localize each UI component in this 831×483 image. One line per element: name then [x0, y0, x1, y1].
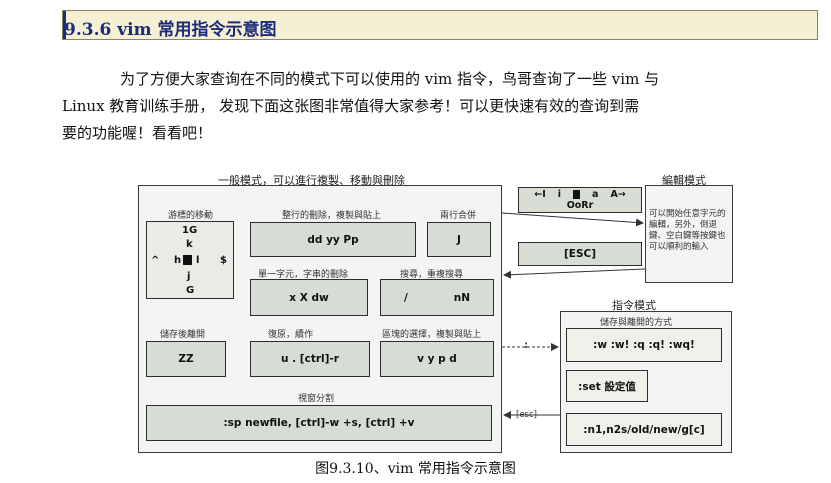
join-label: 兩行合併	[440, 211, 477, 221]
command-set-keys: :set 設定值	[566, 370, 648, 402]
search-key-slash: /	[403, 291, 408, 304]
normal-mode-title: 一般模式，可以進行複製、移動與刪除	[218, 174, 405, 187]
section-heading: 9.3.6 vim 常用指令示意图	[64, 20, 277, 40]
block-label: 區塊的選擇，複製與貼上	[382, 330, 482, 340]
line-delete-keys: dd yy Pp	[250, 222, 416, 257]
undo-label: 復原，續作	[268, 330, 314, 340]
edit-mode-title: 編輯模式	[662, 174, 706, 187]
search-key-nN: nN	[453, 291, 471, 304]
command-replace-keys: :n1,n2s/old/new/g[c]	[566, 413, 722, 446]
line-delete-label: 整行的刪除，複製與貼上	[282, 211, 382, 221]
join-keys: J	[427, 222, 491, 257]
arrow-esc-to-normal	[503, 268, 646, 279]
insert-key-A: A→	[610, 189, 626, 200]
key-h: h	[174, 255, 182, 266]
insert-keys-row2: OoRr	[566, 200, 594, 211]
heading-bar	[62, 10, 818, 40]
key-j: j	[187, 271, 191, 282]
edit-mode-desc: 可以開始任意字元的編輯，另外，倒退鍵、空白鍵等按鍵也可以順利的輸入	[649, 209, 726, 252]
cursor-block-icon	[183, 255, 192, 265]
key-1G: 1G	[182, 225, 198, 236]
search-keys: / nN	[380, 279, 494, 316]
window-split-keys: :sp newfile, [ctrl]-w +s, [ctrl] +v	[146, 405, 492, 441]
diagram-arrows	[501, 212, 646, 419]
insert-key-i: i	[557, 189, 562, 200]
insert-key-I: ←I	[534, 189, 546, 200]
command-save-label: 儲存與離開的方式	[600, 318, 673, 328]
key-dollar: $	[220, 255, 227, 266]
figure-caption: 图9.3.10、vim 常用指令示意图	[315, 461, 516, 477]
arrow-to-edit	[501, 212, 644, 227]
search-label: 搜尋，重複搜尋	[400, 270, 464, 280]
edit-mode-box	[645, 185, 733, 283]
esc-key-box: [ESC]	[518, 242, 642, 266]
command-mode-title: 指令模式	[612, 299, 656, 312]
key-G: G	[186, 285, 195, 296]
paragraph-line-2: Linux 教育训练手册， 发现下面这张图非常值得大家参考！可以更快速有效的查询…	[62, 97, 640, 115]
insert-key-a: a	[592, 189, 599, 200]
undo-keys: u . [ctrl]-r	[250, 341, 370, 377]
char-delete-keys: x X dw	[250, 279, 368, 316]
block-keys: v y p d	[380, 341, 494, 377]
cursor-move-label: 游標的移動	[168, 211, 214, 221]
char-delete-label: 單一字元，字串的刪除	[258, 270, 349, 280]
save-quit-label: 儲存後離開	[160, 330, 206, 340]
vim-diagram: 一般模式，可以進行複製、移動與刪除 游標的移動 1G k ^ h l $ j G…	[130, 165, 740, 455]
key-l: l	[196, 255, 200, 266]
key-caret: ^	[151, 255, 160, 266]
key-k: k	[186, 239, 193, 250]
paragraph-line-1: 为了方便大家查询在不同的模式下可以使用的 vim 指令，鸟哥查询了一些 vim …	[120, 70, 660, 88]
colon-arrow-label: :	[524, 340, 528, 351]
insert-keys-box: ←I i a A→ OoRr	[518, 187, 642, 213]
insert-cursor-icon	[573, 190, 581, 199]
window-split-label: 視窗分割	[298, 394, 335, 404]
save-quit-keys: ZZ	[146, 341, 226, 377]
command-save-keys: :w :w! :q :q! :wq!	[566, 328, 722, 362]
paragraph-line-3: 要的功能喔！看看吧！	[62, 124, 213, 142]
